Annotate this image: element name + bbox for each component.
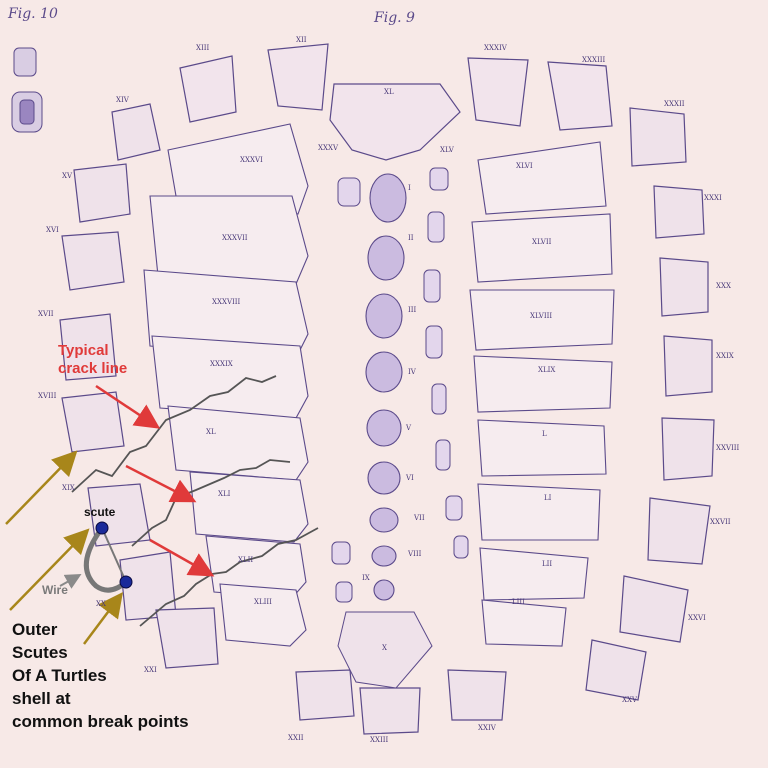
caption-line: shell at — [12, 689, 71, 708]
wire-label: Wire — [42, 583, 68, 597]
vertebrae — [365, 173, 407, 601]
caption-line: Of A Turtles — [12, 666, 107, 685]
red-arrows — [95, 384, 215, 577]
fig9-label: Fig. 9 — [374, 10, 415, 26]
gold-arrows — [5, 450, 123, 645]
crack-label-line2: crack line — [58, 360, 128, 377]
right-ribs — [469, 141, 615, 647]
fig10-bones — [11, 47, 43, 133]
caption-line: Outer — [12, 620, 58, 639]
left-ribs — [143, 123, 309, 647]
small-bones — [331, 167, 469, 689]
left-marginals — [59, 103, 507, 735]
fig10-label: Fig. 10 — [8, 6, 58, 22]
caption-line: Scutes — [12, 643, 68, 662]
crack-label-line1: Typical — [58, 342, 109, 359]
crack-label: Typical crack line — [58, 342, 127, 378]
right-marginals — [585, 107, 715, 701]
scute-label: scute — [84, 505, 116, 519]
caption: Outer Scutes Of A Turtles shell at commo… — [12, 618, 189, 733]
wire — [59, 521, 133, 593]
crack-lines — [71, 375, 319, 627]
top-plates — [179, 43, 613, 161]
caption-line: common break points — [12, 712, 189, 731]
